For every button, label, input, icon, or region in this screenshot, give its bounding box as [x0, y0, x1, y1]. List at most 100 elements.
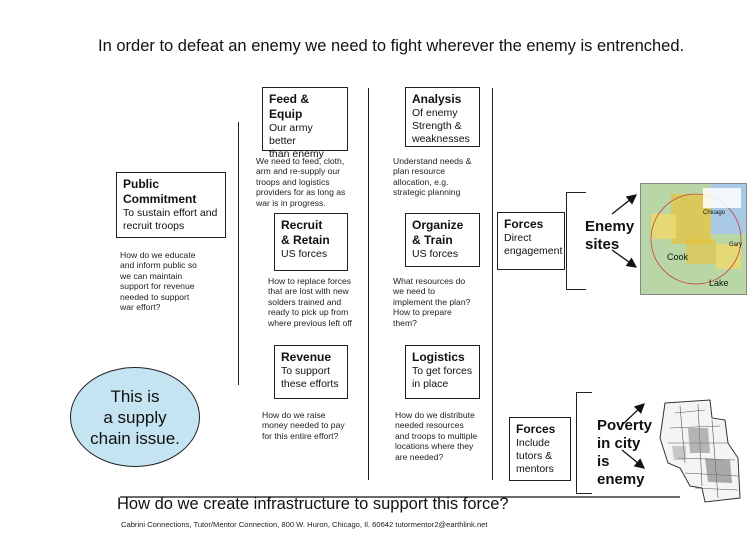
note-line: plan resource [393, 166, 446, 177]
bracket-line [576, 493, 592, 494]
box-subtitle: recruit troops [123, 220, 185, 232]
box-title: & Train [412, 233, 453, 247]
box-subtitle: To support [281, 365, 331, 377]
note-line: support for revenue [120, 281, 195, 292]
arrow-up [611, 194, 638, 215]
note-line: we need to [393, 286, 436, 297]
map-label-cook: Cook [667, 252, 689, 262]
box-subtitle: Our army better [269, 122, 313, 147]
box-subtitle: US forces [281, 248, 328, 260]
box-subtitle: Include [516, 437, 550, 449]
enemy-sites-label: Enemy sites [585, 218, 634, 254]
box-subtitle: mentors [516, 463, 554, 475]
note-line: solders trained and [268, 296, 342, 307]
public-commitment-box: Public Commitment To sustain effort and … [116, 172, 226, 238]
bracket-line [566, 289, 586, 290]
box-subtitle: Strength & [412, 120, 462, 132]
bracket-line [576, 392, 592, 393]
recruit-retain-box: Recruit & Retain US forces [274, 213, 348, 271]
analysis-box: Analysis Of enemy Strength & weaknesses [405, 87, 480, 147]
bracket-line [576, 392, 577, 494]
forces-tutors-box: Forces Include tutors & mentors [509, 417, 571, 481]
box-title: Logistics [412, 350, 465, 364]
arrow-up [621, 403, 645, 426]
note-line: and inform public so [120, 260, 197, 271]
box-title: Commitment [123, 192, 197, 206]
note-line: providers for as long as [256, 187, 346, 198]
note-line: are needed? [395, 451, 444, 462]
circle-line: This is [110, 386, 160, 406]
box-subtitle: Of enemy [412, 107, 458, 119]
note-line: How do we educate [120, 250, 196, 260]
map-label-gary: Gary [729, 242, 743, 248]
forces-direct-box: Forces Direct engagement [497, 212, 565, 270]
bracket-line [566, 192, 567, 290]
supply-chain-circle: This is a supply chain issue. [70, 367, 200, 467]
revenue-note: How do we raise money needed to pay for … [262, 410, 345, 441]
box-title: Equip [269, 107, 303, 121]
footer-credits: Cabrini Connections, Tutor/Mentor Connec… [121, 520, 488, 529]
headline: In order to defeat an enemy we need to f… [98, 37, 685, 55]
note-line: for this entire effort? [262, 430, 339, 441]
box-subtitle: Direct [504, 232, 532, 244]
arrow-down [611, 249, 638, 268]
divider-line [238, 122, 239, 385]
note-line: locations where they [395, 441, 474, 452]
box-subtitle: US forces [412, 248, 459, 260]
note-line: needed to support [120, 291, 190, 302]
box-title: Revenue [281, 350, 332, 364]
box-subtitle: tutors & [516, 450, 553, 462]
logistics-box: Logistics To get forces in place [405, 345, 480, 399]
map-label-chicago: Chicago [703, 210, 726, 216]
box-subtitle: To get forces [412, 365, 473, 377]
analysis-note: Understand needs & plan resource allocat… [393, 156, 471, 198]
note-line: that are lost with new [268, 286, 349, 297]
label-line: enemy [597, 471, 645, 488]
logistics-note: How do we distribute needed resources an… [395, 410, 477, 462]
label-line: is [597, 453, 610, 470]
box-subtitle: in place [412, 378, 449, 390]
note-line: and troops to multiple [395, 430, 478, 441]
region-map: Chicago Gary Cook Lake [640, 183, 747, 295]
note-line: troops and logistics [256, 176, 330, 187]
box-title: Feed & [269, 92, 310, 106]
poverty-label: Poverty in city is enemy [597, 417, 652, 489]
note-line: implement the plan? [393, 296, 471, 307]
note-line: allocation, e.g. [393, 176, 449, 187]
note-line: money needed to pay [262, 420, 345, 431]
box-title: Forces [516, 422, 556, 436]
note-line: How to replace forces [268, 276, 352, 286]
note-line: them? [393, 317, 417, 328]
label-line: in city [597, 435, 641, 452]
label-line: Poverty [597, 417, 653, 434]
note-line: We need to feed, cloth, [256, 156, 345, 166]
box-subtitle: weaknesses [412, 133, 470, 145]
bottom-question: How do we create infrastructure to suppo… [117, 495, 509, 513]
box-subtitle: engagement [504, 245, 563, 257]
label-line: Enemy [585, 218, 635, 235]
box-title: Public [123, 177, 160, 191]
box-title: Analysis [412, 92, 462, 106]
divider-line [368, 88, 369, 480]
revenue-box: Revenue To support these efforts [274, 345, 348, 399]
note-line: where previous left off [268, 317, 352, 328]
note-line: What resources do [393, 276, 466, 286]
box-title: Organize [412, 218, 464, 232]
divider-line [492, 88, 493, 480]
note-line: war is in progress. [256, 197, 326, 208]
note-line: How do we raise [262, 410, 326, 420]
circle-line: a supply [103, 407, 167, 427]
region-map-graphic [650, 184, 746, 285]
bracket-line [566, 192, 586, 193]
box-subtitle: To sustain effort and [123, 207, 218, 219]
label-line: sites [585, 236, 620, 253]
organize-note: What resources do we need to implement t… [393, 276, 470, 328]
note-line: needed resources [395, 420, 464, 431]
box-title: Forces [504, 217, 544, 231]
city-map [659, 399, 741, 503]
note-line: arm and re-supply our [256, 166, 341, 177]
organize-train-box: Organize & Train US forces [405, 213, 480, 267]
map-label-lake: Lake [709, 278, 729, 288]
circle-line: chain issue. [90, 428, 180, 448]
public-note: How do we educate and inform public so w… [120, 250, 197, 312]
